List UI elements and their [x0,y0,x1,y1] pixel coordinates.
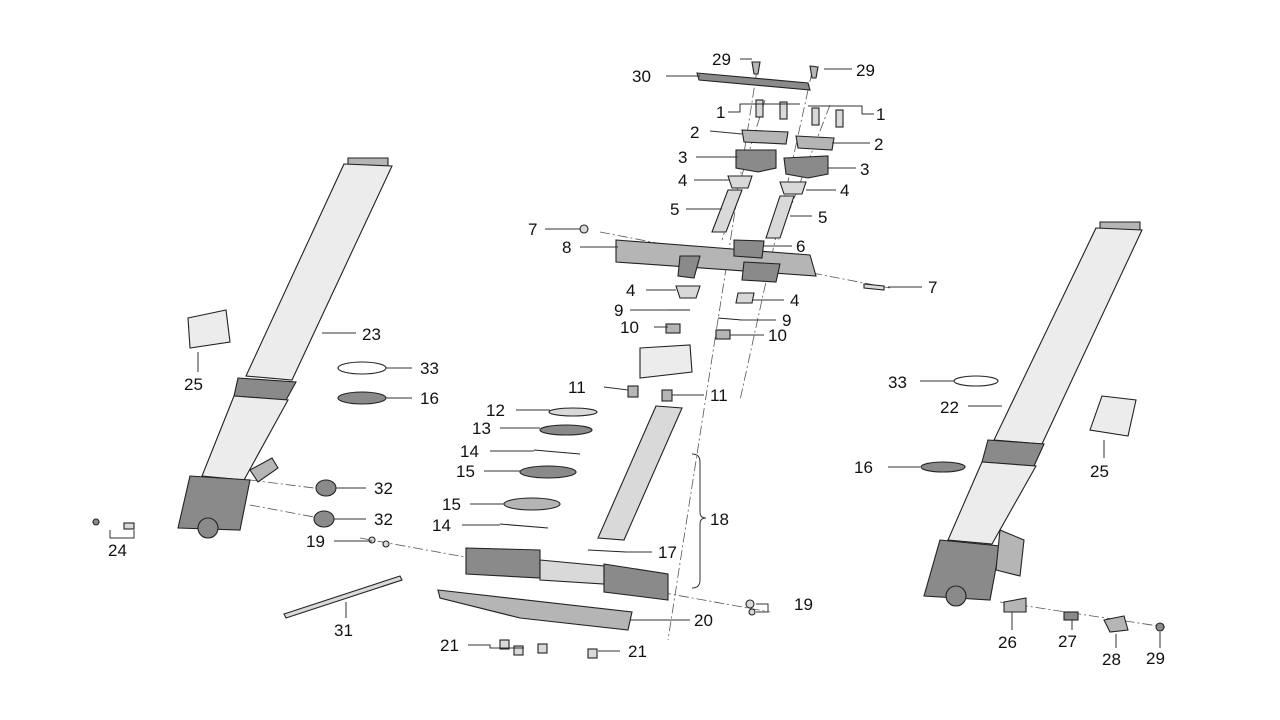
callout-4: 4 [678,171,687,190]
callout-1: 1 [876,105,885,124]
callout-5: 5 [670,200,679,219]
callout-33: 33 [888,373,907,392]
callout-4: 4 [626,281,635,300]
callout-28: 28 [1102,650,1121,669]
callout-25: 25 [184,375,203,394]
callout-19: 19 [306,532,325,551]
callout-13: 13 [472,419,491,438]
callout-11: 11 [710,386,728,405]
callout-10: 10 [768,326,787,345]
clip-on-collars [727,175,807,195]
callout-29: 29 [1146,649,1165,668]
clamp-caps [741,129,835,151]
left-fork-leg [177,157,393,539]
callout-9: 9 [782,311,791,330]
callout-4: 4 [790,291,799,310]
callout-7: 7 [528,220,537,239]
callout-15: 15 [456,462,475,481]
assembly-axes [249,69,1166,641]
bracket-18 [691,453,707,589]
callout-20: 20 [694,611,713,630]
clamp-bolts [755,99,844,128]
callout-10: 10 [620,318,639,337]
bearing-stack [665,285,755,340]
callout-3: 3 [860,160,869,179]
callout-6: 6 [796,237,805,256]
leader-lines [109,58,1161,652]
callout-9: 9 [614,301,623,320]
callout-14: 14 [460,442,479,461]
bearing-races [499,407,627,553]
callout-27: 27 [1058,632,1077,651]
callout-labels: 29 29 30 1 1 2 2 3 3 4 4 5 5 7 8 6 7 4 4… [108,50,1165,669]
callout-7: 7 [928,278,937,297]
callout-18: 18 [710,510,729,529]
callout-14: 14 [432,516,451,535]
upper-triple-clamp [579,224,885,291]
callout-15: 15 [442,495,461,514]
callout-33: 33 [420,359,439,378]
callout-32: 32 [374,479,393,498]
callout-3: 3 [678,148,687,167]
right-fork-leg [923,221,1143,607]
clip-on-tubes [711,189,795,239]
callout-32: 32 [374,510,393,529]
callout-16: 16 [420,389,439,408]
callout-22: 22 [940,398,959,417]
left-leg-fittings [92,309,403,619]
callout-12: 12 [486,401,505,420]
callout-19: 19 [794,595,813,614]
lower-clamp-guard [437,589,633,659]
stem-fittings [627,344,693,402]
callout-29: 29 [856,61,875,80]
top-cover-plate [696,61,819,91]
callout-4: 4 [840,181,849,200]
callout-17: 17 [658,543,677,562]
callout-1: 1 [716,103,725,122]
callout-30: 30 [632,67,651,86]
callout-11: 11 [568,378,586,397]
clip-on-bases [735,149,829,179]
lower-triple-clamp [368,536,756,616]
callout-25: 25 [1090,462,1109,481]
callout-2: 2 [690,123,699,142]
callout-26: 26 [998,633,1017,652]
callout-21: 21 [440,636,459,655]
callout-21: 21 [628,642,647,661]
steering-stem [597,405,683,541]
callout-8: 8 [562,238,571,257]
callout-23: 23 [362,325,381,344]
callout-29: 29 [712,50,731,69]
callout-5: 5 [818,208,827,227]
callout-2: 2 [874,135,883,154]
callout-16: 16 [854,458,873,477]
callout-31: 31 [334,621,353,640]
callout-24: 24 [108,541,127,560]
right-leg-fittings [920,375,1165,633]
